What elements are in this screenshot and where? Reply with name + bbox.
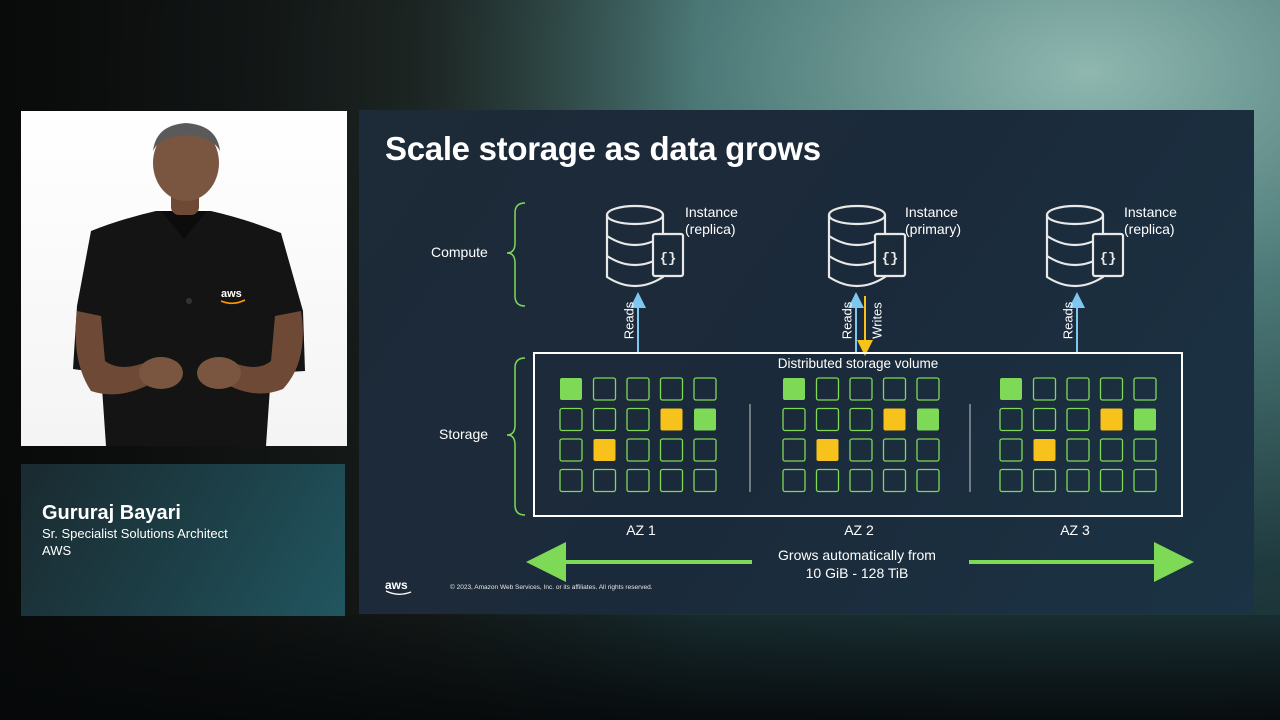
storage-block-az3 bbox=[999, 407, 1023, 432]
storage-block-az3 bbox=[1099, 377, 1124, 401]
slide-title: Scale storage as data grows bbox=[385, 130, 821, 167]
storage-block-az1 bbox=[693, 438, 717, 462]
storage-block-az2 bbox=[849, 377, 873, 401]
svg-text:{}: {} bbox=[660, 251, 677, 267]
az-label-3: AZ 3 bbox=[1060, 522, 1090, 538]
az-label-1: AZ 1 bbox=[626, 522, 656, 538]
storage-block-az3 bbox=[1066, 407, 1090, 432]
storage-block-az2 bbox=[816, 439, 839, 461]
grows-text: Grows automatically from 10 GiB - 128 Ti… bbox=[778, 547, 936, 581]
storage-block-az1 bbox=[660, 408, 683, 431]
storage-label: Storage bbox=[439, 426, 489, 442]
shirt-logo: aws bbox=[221, 288, 242, 300]
storage-block-az1 bbox=[659, 468, 684, 493]
storage-block-az1 bbox=[626, 377, 650, 401]
speaker-title: Sr. Specialist Solutions Architect bbox=[42, 526, 228, 541]
storage-block-az2 bbox=[815, 377, 840, 401]
aws-smile-icon bbox=[385, 590, 412, 595]
speaker-name-card: Gururaj Bayari Sr. Specialist Solutions … bbox=[21, 464, 345, 616]
speaker-video: aws bbox=[21, 111, 347, 446]
storage-block-az3 bbox=[1134, 408, 1156, 431]
storage-block-az2 bbox=[815, 468, 840, 493]
storage-block-az2 bbox=[782, 407, 806, 432]
speaker-name: Gururaj Bayari bbox=[42, 502, 181, 524]
volume-title: Distributed storage volume bbox=[777, 356, 939, 371]
storage-block-az1 bbox=[592, 407, 617, 432]
storage-block-az1 bbox=[626, 438, 650, 462]
instance-label-3: Instance (replica) bbox=[1124, 204, 1177, 237]
storage-block-az3 bbox=[1099, 468, 1124, 493]
storage-block-az1 bbox=[693, 468, 717, 493]
copyright-text: © 2023, Amazon Web Services, Inc. or its… bbox=[450, 584, 653, 591]
storage-block-az2 bbox=[916, 377, 940, 401]
storage-block-az3 bbox=[1032, 468, 1057, 493]
aws-logo: aws bbox=[385, 578, 413, 596]
storage-block-az2 bbox=[917, 408, 939, 431]
distributed-storage-volume bbox=[533, 352, 1183, 517]
svg-text:{}: {} bbox=[1100, 251, 1117, 267]
storage-block-az3 bbox=[1099, 438, 1124, 462]
storage-block-az2 bbox=[882, 438, 907, 462]
presentation-slide: Scale storage as data grows {} bbox=[359, 110, 1254, 614]
storage-block-az1 bbox=[559, 407, 583, 432]
storage-block-az3 bbox=[1133, 377, 1157, 401]
storage-block-az3 bbox=[1032, 377, 1057, 401]
compute-bracket bbox=[506, 202, 526, 307]
database-icon: {} {} {} bbox=[605, 204, 1125, 288]
storage-block-az1 bbox=[626, 468, 650, 493]
storage-block-az3 bbox=[1066, 438, 1090, 462]
storage-block-az2 bbox=[783, 378, 805, 400]
storage-blocks bbox=[559, 377, 1157, 493]
compute-label: Compute bbox=[431, 244, 488, 260]
storage-block-az1 bbox=[693, 377, 717, 401]
storage-block-az1 bbox=[593, 439, 616, 461]
reads-label-1: Reads bbox=[621, 301, 637, 340]
storage-block-az1 bbox=[694, 408, 716, 431]
storage-block-az1 bbox=[592, 377, 617, 401]
storage-block-az3 bbox=[999, 438, 1023, 462]
storage-block-az2 bbox=[916, 438, 940, 462]
background-shade-bottom bbox=[0, 615, 1280, 720]
storage-block-az3 bbox=[1066, 377, 1090, 401]
speaker-figure: aws bbox=[73, 123, 305, 446]
instance-label-1: Instance (replica) bbox=[685, 204, 738, 237]
storage-block-az2 bbox=[849, 438, 873, 462]
storage-block-az1 bbox=[592, 468, 617, 493]
storage-block-az1 bbox=[559, 438, 583, 462]
storage-block-az3 bbox=[999, 468, 1023, 493]
storage-block-az1 bbox=[659, 438, 684, 462]
storage-block-az2 bbox=[849, 407, 873, 432]
storage-block-az1 bbox=[559, 468, 583, 493]
az-label-2: AZ 2 bbox=[844, 522, 874, 538]
storage-block-az2 bbox=[782, 468, 806, 493]
reads-label-2: Reads bbox=[839, 301, 855, 340]
instance-label-2: Instance (primary) bbox=[905, 204, 961, 237]
storage-block-az3 bbox=[1100, 408, 1123, 431]
storage-block-az2 bbox=[882, 377, 907, 401]
storage-block-az2 bbox=[849, 468, 873, 493]
storage-block-az3 bbox=[1133, 438, 1157, 462]
writes-label: Writes bbox=[869, 302, 885, 339]
storage-block-az3 bbox=[1032, 407, 1057, 432]
storage-block-az3 bbox=[1000, 378, 1022, 400]
storage-block-az1 bbox=[626, 407, 650, 432]
storage-block-az3 bbox=[1033, 439, 1056, 461]
storage-block-az1 bbox=[560, 378, 582, 400]
storage-block-az2 bbox=[815, 407, 840, 432]
storage-block-az2 bbox=[916, 468, 940, 493]
storage-block-az2 bbox=[882, 468, 907, 493]
storage-block-az1 bbox=[659, 377, 684, 401]
storage-block-az2 bbox=[782, 438, 806, 462]
speaker-organization: AWS bbox=[42, 543, 72, 558]
storage-bracket bbox=[506, 357, 526, 516]
storage-block-az3 bbox=[1133, 468, 1157, 493]
storage-block-az3 bbox=[1066, 468, 1090, 493]
storage-diagram: {} {} {} bbox=[506, 202, 1194, 582]
reads-label-3: Reads bbox=[1060, 301, 1076, 340]
storage-block-az2 bbox=[883, 408, 906, 431]
svg-text:{}: {} bbox=[882, 251, 899, 267]
